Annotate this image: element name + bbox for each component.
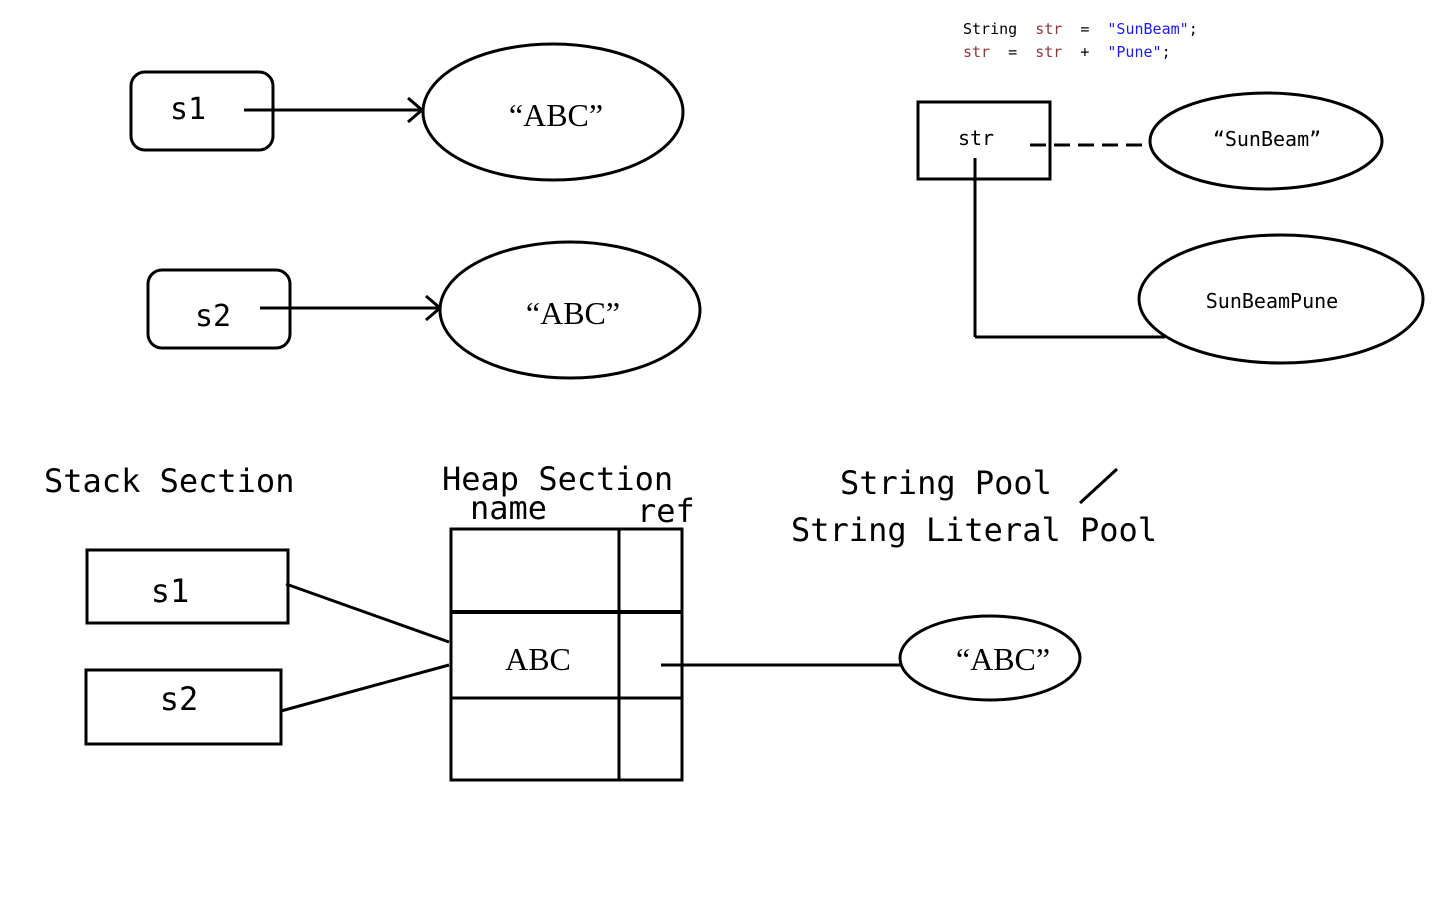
pool-abc-label: “ABC”: [956, 641, 1050, 677]
code-plus: +: [1080, 43, 1089, 61]
sunbeampune-label: SunBeamPune: [1206, 289, 1338, 313]
s2-value-ellipse: [438, 240, 702, 380]
pool-abc-ellipse: [898, 614, 1082, 702]
code-literal-pune: "Pune": [1107, 43, 1161, 61]
sunbeampune-ellipse: [1137, 233, 1425, 365]
sunbeam-ellipse: [1148, 91, 1384, 191]
code-var: str: [1035, 20, 1062, 38]
s2-reference-group: s2 “ABC”: [146, 240, 702, 380]
code-snippet: String str = "SunBeam"; str = str + "Pun…: [963, 20, 1198, 61]
s1-reference-group: s1 “ABC”: [129, 42, 685, 182]
s2-to-heap-connector: [280, 663, 450, 713]
code-var: str: [963, 43, 990, 61]
string-pool-heading: String Pool: [840, 464, 1052, 502]
str-label: str: [958, 126, 994, 150]
sunbeam-label: “SunBeam”: [1213, 127, 1321, 151]
s1-label: s1: [170, 92, 206, 127]
stack-s1-box: [85, 548, 290, 625]
heap-section-heading: Heap Section: [442, 460, 673, 498]
s2-value-label: “ABC”: [526, 295, 620, 331]
str-box: [916, 100, 1052, 181]
stack-section: s1 s2: [84, 548, 290, 746]
heap-name-column-label: name: [470, 489, 547, 527]
code-eq: =: [1080, 20, 1089, 38]
code-var: str: [1035, 43, 1062, 61]
s1-value-label: “ABC”: [509, 97, 603, 133]
code-type: String: [963, 20, 1017, 38]
heap-table: ABC: [449, 527, 684, 782]
stack-s2-label: s2: [160, 680, 199, 718]
s1-to-heap-connector: [285, 582, 450, 644]
s1-value-ellipse: [421, 42, 685, 182]
str-reference-group: str “SunBeam” SunBeamPune: [916, 91, 1425, 365]
heap-ref-column-label: ref: [637, 492, 695, 530]
stack-s1-label: s1: [151, 572, 190, 610]
heap-table-outline: [449, 527, 684, 782]
code-line-1: String str = "SunBeam";: [963, 20, 1198, 38]
code-end: ;: [1189, 20, 1198, 38]
string-literal-pool-heading: String Literal Pool: [791, 511, 1157, 549]
stack-section-heading: Stack Section: [44, 462, 294, 500]
code-literal-sunbeam: "SunBeam": [1107, 20, 1188, 38]
code-line-2: str = str + "Pune";: [963, 43, 1171, 61]
stack-s2-box: [84, 668, 283, 746]
code-end: ;: [1162, 43, 1171, 61]
code-eq: =: [1008, 43, 1017, 61]
heap-name-cell-abc: ABC: [505, 641, 571, 677]
s2-label: s2: [195, 299, 231, 334]
string-pool-slash: [1078, 467, 1119, 505]
